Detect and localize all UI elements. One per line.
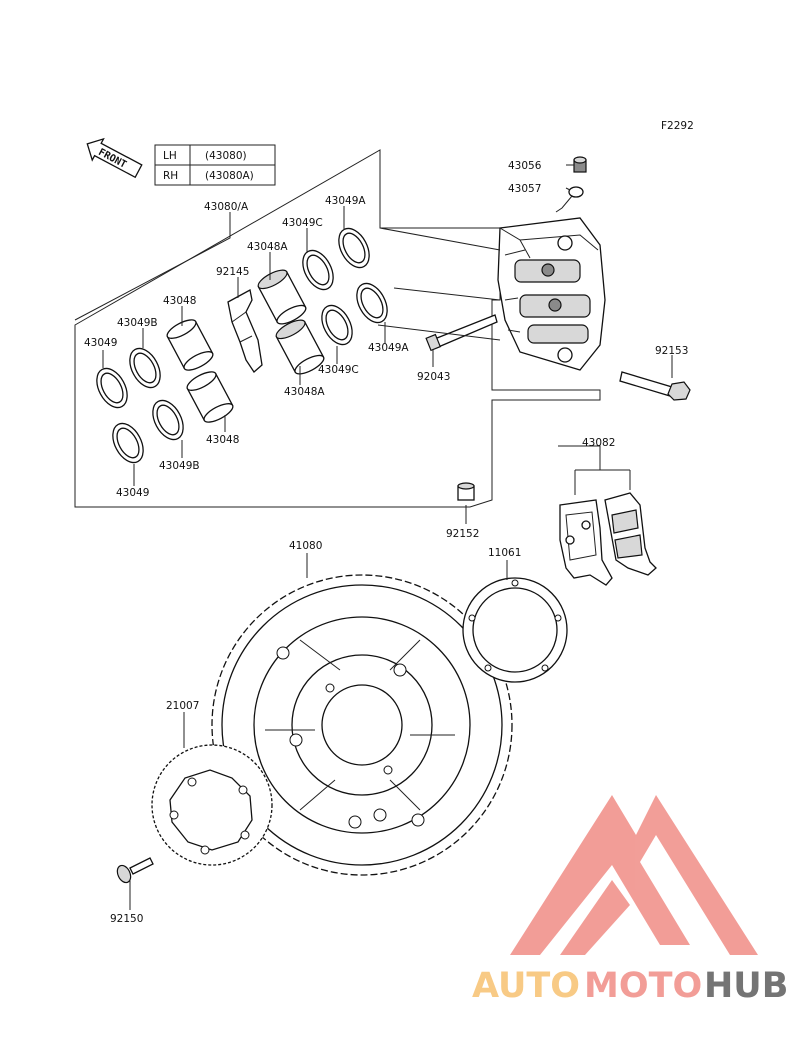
pad-spring-icon bbox=[227, 289, 263, 373]
watermark-moto: MOTO bbox=[584, 966, 702, 1006]
part-labels: 43080/A 43049A 43049C 43048A 92145 43048… bbox=[84, 160, 688, 925]
label-bleeder-cap: 43056 bbox=[508, 160, 542, 172]
front-arrow-icon: FRONT bbox=[86, 137, 143, 179]
hanger-clip-icon bbox=[555, 186, 584, 213]
label-caliper-assy: 43080/A bbox=[204, 201, 249, 213]
plate-icon bbox=[462, 577, 568, 683]
figure-code: F2292 bbox=[661, 120, 694, 132]
label-piston-seal-left: 43049 bbox=[84, 337, 117, 349]
watermark-auto: AUTO bbox=[472, 966, 580, 1006]
label-piston-seal-a-bottom: 43049A bbox=[368, 342, 409, 354]
bleeder-cap-icon bbox=[573, 156, 587, 173]
label-disc: 41080 bbox=[289, 540, 322, 552]
bleeder-valve-icon bbox=[425, 314, 498, 352]
label-sensor-rotor: 21007 bbox=[166, 700, 199, 712]
caliper-body-icon bbox=[497, 217, 606, 371]
side-table-rh-part: (43080A) bbox=[205, 170, 254, 182]
label-hanger-clip: 43057 bbox=[508, 183, 541, 195]
label-piston-bottom: 43048 bbox=[206, 434, 239, 446]
label-piston-a-top: 43048A bbox=[247, 241, 288, 253]
leader-lines bbox=[74, 164, 673, 910]
sensor-rotor-icon bbox=[151, 744, 273, 866]
label-piston-seal-b-top: 43049B bbox=[117, 317, 158, 329]
label-bolt: 92150 bbox=[110, 913, 143, 925]
label-pad-spring: 92145 bbox=[216, 266, 249, 278]
label-piston-seal-c-top: 43049C bbox=[282, 217, 323, 229]
piston-icon bbox=[166, 269, 325, 423]
brake-pad-icon bbox=[559, 492, 657, 586]
label-plate: 11061 bbox=[488, 547, 521, 559]
caliper-group-outline bbox=[74, 149, 601, 508]
label-piston-top: 43048 bbox=[163, 295, 196, 307]
side-table-lh: LH bbox=[163, 150, 177, 162]
label-piston-seal-c-bottom: 43049C bbox=[318, 364, 359, 376]
side-table-lh-part: (43080) bbox=[205, 150, 247, 162]
caliper-bolt-icon bbox=[619, 371, 691, 401]
label-caliper-bolt: 92153 bbox=[655, 345, 688, 357]
watermark-logo-icon: AUTO MOTO HUB bbox=[472, 795, 788, 1006]
side-table: LH (43080) RH (43080A) bbox=[154, 144, 276, 186]
piston-seal-icon bbox=[96, 227, 388, 464]
label-piston-seal-a-top: 43049A bbox=[325, 195, 366, 207]
label-bushing: 92152 bbox=[446, 528, 479, 540]
label-piston-seal-bottom: 43049 bbox=[116, 487, 149, 499]
label-piston-seal-b-bottom: 43049B bbox=[159, 460, 200, 472]
watermark-hub: HUB bbox=[704, 966, 788, 1006]
label-pad-set: 43082 bbox=[582, 437, 615, 449]
brake-disc-icon bbox=[211, 574, 513, 876]
side-table-rh: RH bbox=[163, 170, 178, 182]
bolt-icon bbox=[116, 857, 154, 884]
bushing-icon bbox=[457, 482, 475, 501]
label-piston-a-bottom: 43048A bbox=[284, 386, 325, 398]
label-bleeder-valve: 92043 bbox=[417, 371, 450, 383]
